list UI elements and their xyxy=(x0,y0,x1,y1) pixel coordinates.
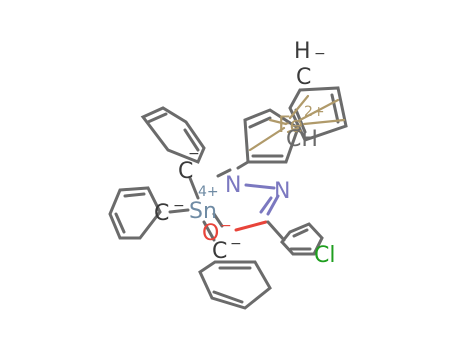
charge-hydride: − xyxy=(314,46,326,62)
atom-chlorine: Cl xyxy=(314,243,335,268)
atom-nitrogen-2: N xyxy=(274,179,290,204)
charge-oxygen: − xyxy=(220,218,232,234)
charge-carbon-bottom: − xyxy=(230,236,242,252)
charge-iron: 2+ xyxy=(304,104,325,120)
atom-cp-carbon: C xyxy=(296,65,311,90)
phenyl-ring-top xyxy=(140,106,206,164)
phenyl-ring-left xyxy=(108,186,162,240)
phenyl-ring-bottom xyxy=(198,260,272,310)
charge-tin: 4+ xyxy=(198,184,219,200)
atom-nitrogen-1: N xyxy=(225,173,241,198)
atom-iron: Fe xyxy=(278,113,303,138)
atom-carbon-top: C xyxy=(178,159,193,184)
iron-coordination-bonds xyxy=(248,94,346,152)
chlorophenyl-ring xyxy=(280,222,324,256)
atom-carbon-bottom: C xyxy=(212,239,227,264)
charge-carbon-top: − xyxy=(188,146,200,162)
atom-tin: Sn xyxy=(189,199,217,224)
cyclopentadienyl-ring-lower xyxy=(243,108,300,164)
atom-oxygen: O xyxy=(202,221,219,246)
atom-carbon-left: C xyxy=(154,201,169,226)
atom-hydride-h: H xyxy=(294,39,311,64)
charge-carbon-left: − xyxy=(173,198,185,214)
atom-ch-group: CH xyxy=(286,127,318,152)
core-bonds xyxy=(168,160,286,242)
cyclopentadienyl-ring-upper xyxy=(288,86,348,142)
